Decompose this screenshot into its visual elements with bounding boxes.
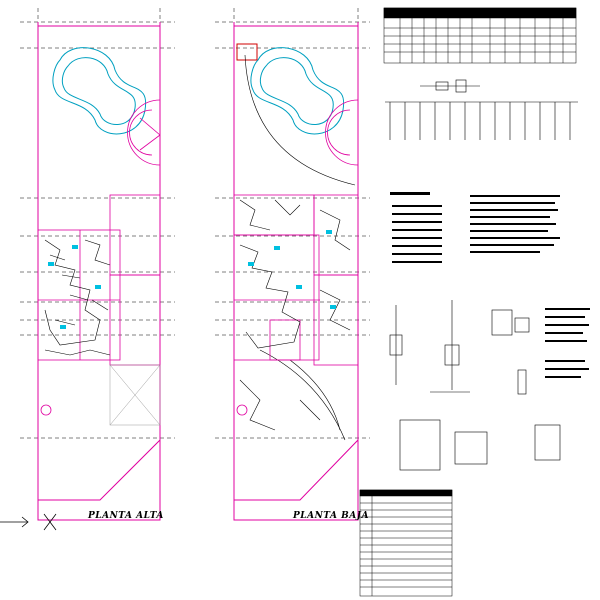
walls-alta [37,22,161,521]
plan-alta [20,8,175,521]
load-schedule-table [383,7,577,64]
symbol-legend-list [390,192,442,263]
arrow-right-icon [0,516,29,528]
circuits-alta [44,239,111,356]
single-line-diagram [385,79,578,140]
fixtures-baja [248,230,336,309]
construction-details [389,300,561,471]
plan-baja-title: PLANTA BAJA [293,511,369,521]
pool-alta [52,47,147,135]
circuits-baja [239,199,351,431]
fixtures-alta [48,245,101,329]
garden-fixture-alta [40,404,52,416]
meter-box-baja [236,43,258,61]
x-cross-icon [43,513,57,531]
grid-lines-alta [20,8,175,500]
stairs-alta [109,364,161,426]
pool-baja [250,47,345,135]
building-alta [37,194,161,366]
terrace-alta [127,99,161,166]
grid-lines-baja [215,8,370,500]
terrace-baja [325,99,359,166]
walls-baja [233,22,359,521]
plan-alta-title: PLANTA ALTA [88,511,164,521]
garden-fixture-baja [236,404,248,416]
plan-baja [215,8,370,521]
feeder-arcs-baja [244,54,356,441]
fixture-legend-table [359,489,453,597]
specification-notes [545,308,590,378]
general-notes [470,195,560,253]
building-baja [233,194,359,366]
